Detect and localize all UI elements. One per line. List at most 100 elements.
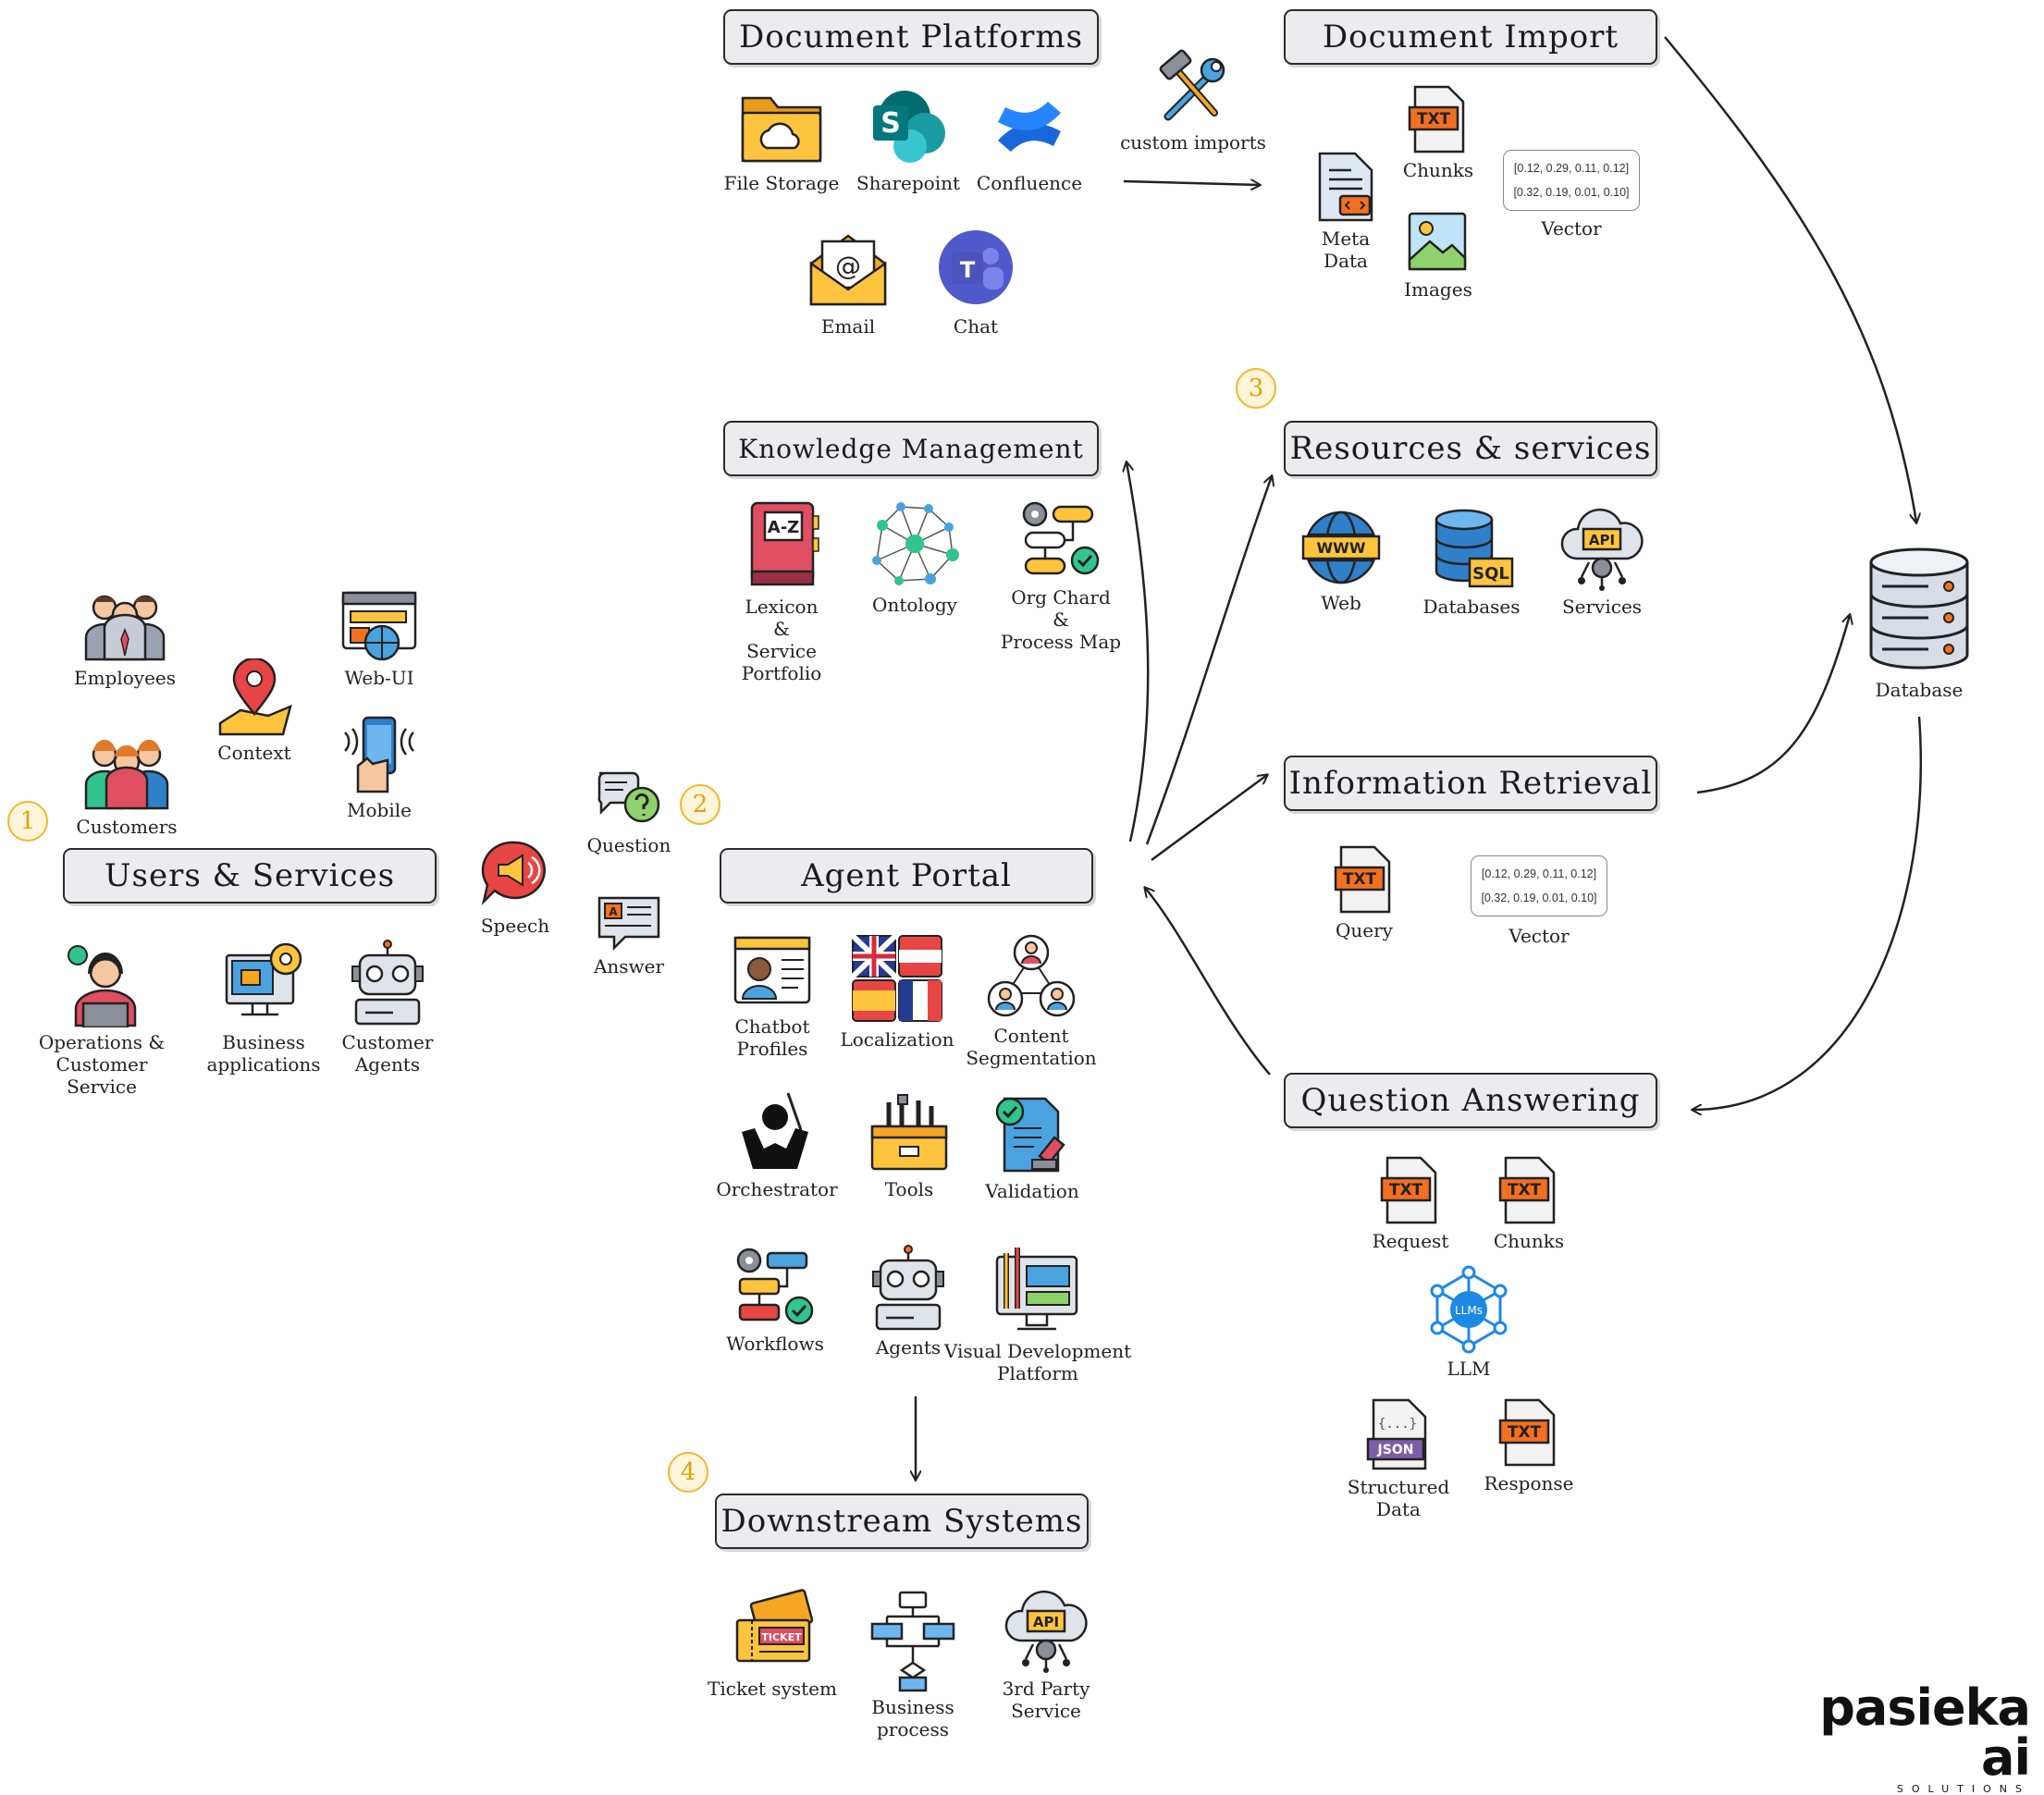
web-ui-item: Web-UI bbox=[305, 587, 453, 689]
approval-stamp-icon bbox=[995, 1097, 1065, 1173]
web-label: Web bbox=[1321, 592, 1361, 614]
vector-row: [0.12, 0.29, 0.11, 0.12] bbox=[1513, 162, 1630, 175]
request-item: TXT Request bbox=[1336, 1154, 1484, 1252]
txt-file-icon: TXT bbox=[1380, 1156, 1437, 1224]
localization-label: Localization bbox=[840, 1028, 954, 1051]
ontology-item: Ontology bbox=[841, 498, 989, 616]
svg-text:TXT: TXT bbox=[1389, 1181, 1423, 1199]
section-agent-portal: Agent Portal bbox=[720, 848, 1093, 904]
sql-database-icon: SQL bbox=[1434, 509, 1514, 588]
ontology-label: Ontology bbox=[872, 594, 957, 616]
arrow-portal-to-resources bbox=[1145, 476, 1272, 845]
vector-row: [0.12, 0.29, 0.11, 0.12] bbox=[1481, 867, 1597, 880]
chatbot-profile-icon bbox=[733, 936, 811, 1004]
chat-item: T Chat bbox=[902, 227, 1050, 338]
arrow-import-to-database bbox=[1664, 36, 1916, 523]
txt-file-icon: TXT bbox=[1498, 1398, 1556, 1467]
customers-group-icon bbox=[84, 739, 169, 810]
third-party-item: API 3rd Party Service bbox=[972, 1589, 1120, 1722]
context-item: Context bbox=[180, 658, 328, 764]
brand-logo: pasieka ai SOLUTIONS bbox=[1817, 1678, 2031, 1795]
services-label: Services bbox=[1561, 596, 1643, 618]
web-ui-label: Web-UI bbox=[344, 667, 414, 689]
qa-chunks-item: TXT Chunks bbox=[1455, 1154, 1603, 1252]
structured-data-label: Structured Data bbox=[1347, 1476, 1450, 1520]
content-segmentation-label: Content Segmentation bbox=[966, 1025, 1097, 1069]
ticket-icon: TICKET bbox=[735, 1589, 814, 1663]
confluence-item: Confluence bbox=[955, 85, 1103, 194]
llm-item: LLMs LLM bbox=[1395, 1265, 1543, 1380]
employees-label: Employees bbox=[73, 667, 177, 689]
validation-item: Validation bbox=[958, 1091, 1106, 1202]
flowchart-icon bbox=[870, 1591, 955, 1692]
arrow-custom-imports bbox=[1123, 181, 1260, 185]
teams-chat-icon: T bbox=[939, 230, 1013, 304]
speech-item: Speech bbox=[441, 837, 589, 937]
brand-name: pasieka ai bbox=[1819, 1678, 2031, 1787]
section-document-import: Document Import bbox=[1284, 9, 1657, 65]
localization-item: Localization bbox=[823, 932, 971, 1051]
org-chard-label: Org Chard & Process Map bbox=[1000, 586, 1122, 653]
chat-label: Chat bbox=[953, 315, 999, 338]
web-item: WWW Web bbox=[1267, 507, 1415, 614]
arrow-portal-to-retrieval bbox=[1151, 775, 1267, 862]
robot-agent-icon bbox=[872, 1245, 944, 1331]
svg-text:@: @ bbox=[835, 251, 861, 281]
step-badge-3: 3 bbox=[1236, 368, 1276, 409]
validation-label: Validation bbox=[985, 1180, 1079, 1202]
email-item: @ Email bbox=[774, 227, 922, 338]
chunks-item: TXT Chunks bbox=[1364, 83, 1512, 181]
employees-item: Employees bbox=[51, 587, 199, 689]
images-item: Images bbox=[1364, 208, 1512, 301]
databases-item: SQL Databases bbox=[1398, 507, 1545, 618]
svg-text:LLMs: LLMs bbox=[1455, 1304, 1483, 1317]
process-map-icon bbox=[1022, 501, 1100, 575]
visual-dev-label: Visual Development Platform bbox=[943, 1340, 1132, 1384]
content-segmentation-item: Content Segmentation bbox=[957, 932, 1105, 1069]
meta-data-item: Meta Data bbox=[1272, 150, 1420, 272]
arrow-retrieval-to-database bbox=[1696, 615, 1850, 794]
svg-text:API: API bbox=[1589, 532, 1615, 548]
www-globe-icon: WWW bbox=[1301, 510, 1381, 584]
visual-dev-item: Visual Development Platform bbox=[936, 1244, 1139, 1384]
response-item: TXT Response bbox=[1455, 1396, 1603, 1494]
svg-text:S: S bbox=[880, 107, 901, 140]
svg-text:TXT: TXT bbox=[1508, 1181, 1542, 1199]
vector-row: [0.32, 0.19, 0.01, 0.10] bbox=[1513, 186, 1630, 199]
brand-subtitle: SOLUTIONS bbox=[1896, 1783, 2030, 1795]
svg-text:T: T bbox=[960, 257, 976, 283]
answer-label: Answer bbox=[593, 955, 665, 977]
sharepoint-item: S Sharepoint bbox=[834, 85, 982, 194]
lexicon-item: A-Z Lexicon & Service Portfolio bbox=[708, 498, 856, 684]
chatbot-profiles-item: Chatbot Profiles bbox=[698, 932, 846, 1060]
section-resources-services: Resources & services bbox=[1284, 421, 1657, 476]
business-process-label: Business process bbox=[871, 1696, 954, 1740]
desktop-gear-icon bbox=[225, 942, 302, 1016]
txt-file-icon: TXT bbox=[1498, 1156, 1556, 1224]
svg-text:TXT: TXT bbox=[1417, 110, 1451, 129]
section-knowledge-management: Knowledge Management bbox=[723, 421, 1099, 476]
customers-label: Customers bbox=[76, 816, 178, 838]
a-z-book-icon: A-Z bbox=[750, 501, 819, 586]
business-apps-item: Business applications bbox=[190, 939, 338, 1076]
code-document-icon bbox=[1318, 152, 1373, 222]
svg-text:WWW: WWW bbox=[1317, 539, 1366, 557]
workflows-item: Workflows bbox=[701, 1244, 849, 1355]
txt-file-icon: TXT bbox=[1334, 845, 1391, 914]
flags-icon bbox=[850, 933, 942, 1022]
org-chard-item: Org Chard & Process Map bbox=[987, 498, 1135, 653]
meta-data-label: Meta Data bbox=[1321, 227, 1371, 272]
query-label: Query bbox=[1336, 919, 1393, 941]
customer-agents-label: Customer Agents bbox=[341, 1031, 434, 1076]
agents-label: Agents bbox=[875, 1336, 942, 1359]
call-center-agent-icon bbox=[67, 945, 137, 1027]
database-item: Database bbox=[1845, 546, 1993, 701]
confluence-icon bbox=[998, 102, 1061, 152]
orchestrator-item: Orchestrator bbox=[703, 1091, 851, 1200]
json-file-icon: {...} JSON bbox=[1366, 1398, 1427, 1470]
sharepoint-label: Sharepoint bbox=[856, 172, 961, 194]
section-downstream-systems: Downstream Systems bbox=[715, 1494, 1089, 1549]
svg-text:{...}: {...} bbox=[1378, 1417, 1417, 1432]
query-item: TXT Query bbox=[1290, 843, 1438, 941]
api-cloud-icon: API bbox=[1560, 508, 1644, 591]
